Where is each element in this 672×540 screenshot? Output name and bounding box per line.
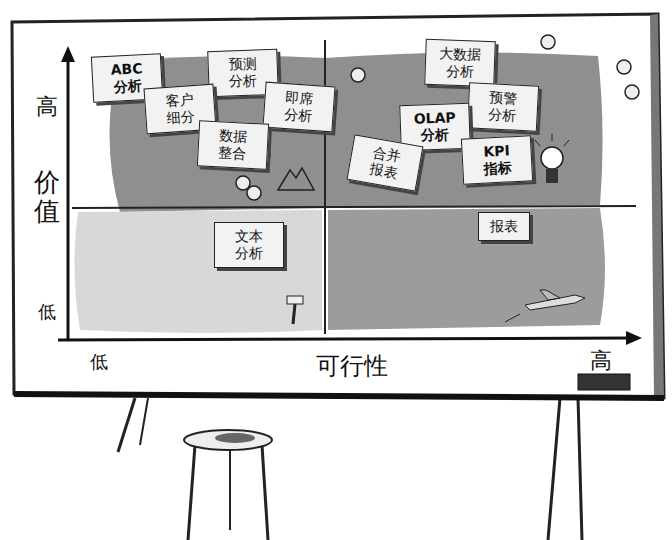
sticky-note: KPI 指标 xyxy=(461,135,533,184)
note-text: OLAP 分析 xyxy=(413,109,455,143)
axis-label: 高 xyxy=(36,92,58,122)
axis-label: 低 xyxy=(38,300,56,324)
note-text: 即席 分析 xyxy=(284,89,314,124)
note-text: 客户 细分 xyxy=(165,91,195,126)
note-text: 数据 整合 xyxy=(218,127,248,161)
sticky-note: 大数据 分析 xyxy=(424,39,496,87)
note-text: 预测 分析 xyxy=(228,56,257,90)
note-text: 文本 分析 xyxy=(235,228,263,261)
axis-label: 价值 xyxy=(34,168,60,225)
note-text: 大数据 分析 xyxy=(439,45,482,79)
note-text: 报表 xyxy=(490,218,518,234)
axis-label: 高 xyxy=(590,346,612,376)
sticky-note: 文本 分析 xyxy=(214,222,284,268)
sticky-note: 即席 分析 xyxy=(262,82,335,132)
axis-label: 可行性 xyxy=(316,350,388,382)
sticky-note: 数据 整合 xyxy=(197,120,269,169)
note-text: KPI 指标 xyxy=(483,142,512,176)
note-text: ABC 分析 xyxy=(110,60,143,94)
sticky-note: 报表 xyxy=(478,212,530,241)
note-text: 预警 分析 xyxy=(488,89,518,123)
note-text: 合并 报表 xyxy=(368,144,401,181)
sticky-note: 预警 分析 xyxy=(467,82,539,131)
axis-label: 低 xyxy=(90,350,108,374)
